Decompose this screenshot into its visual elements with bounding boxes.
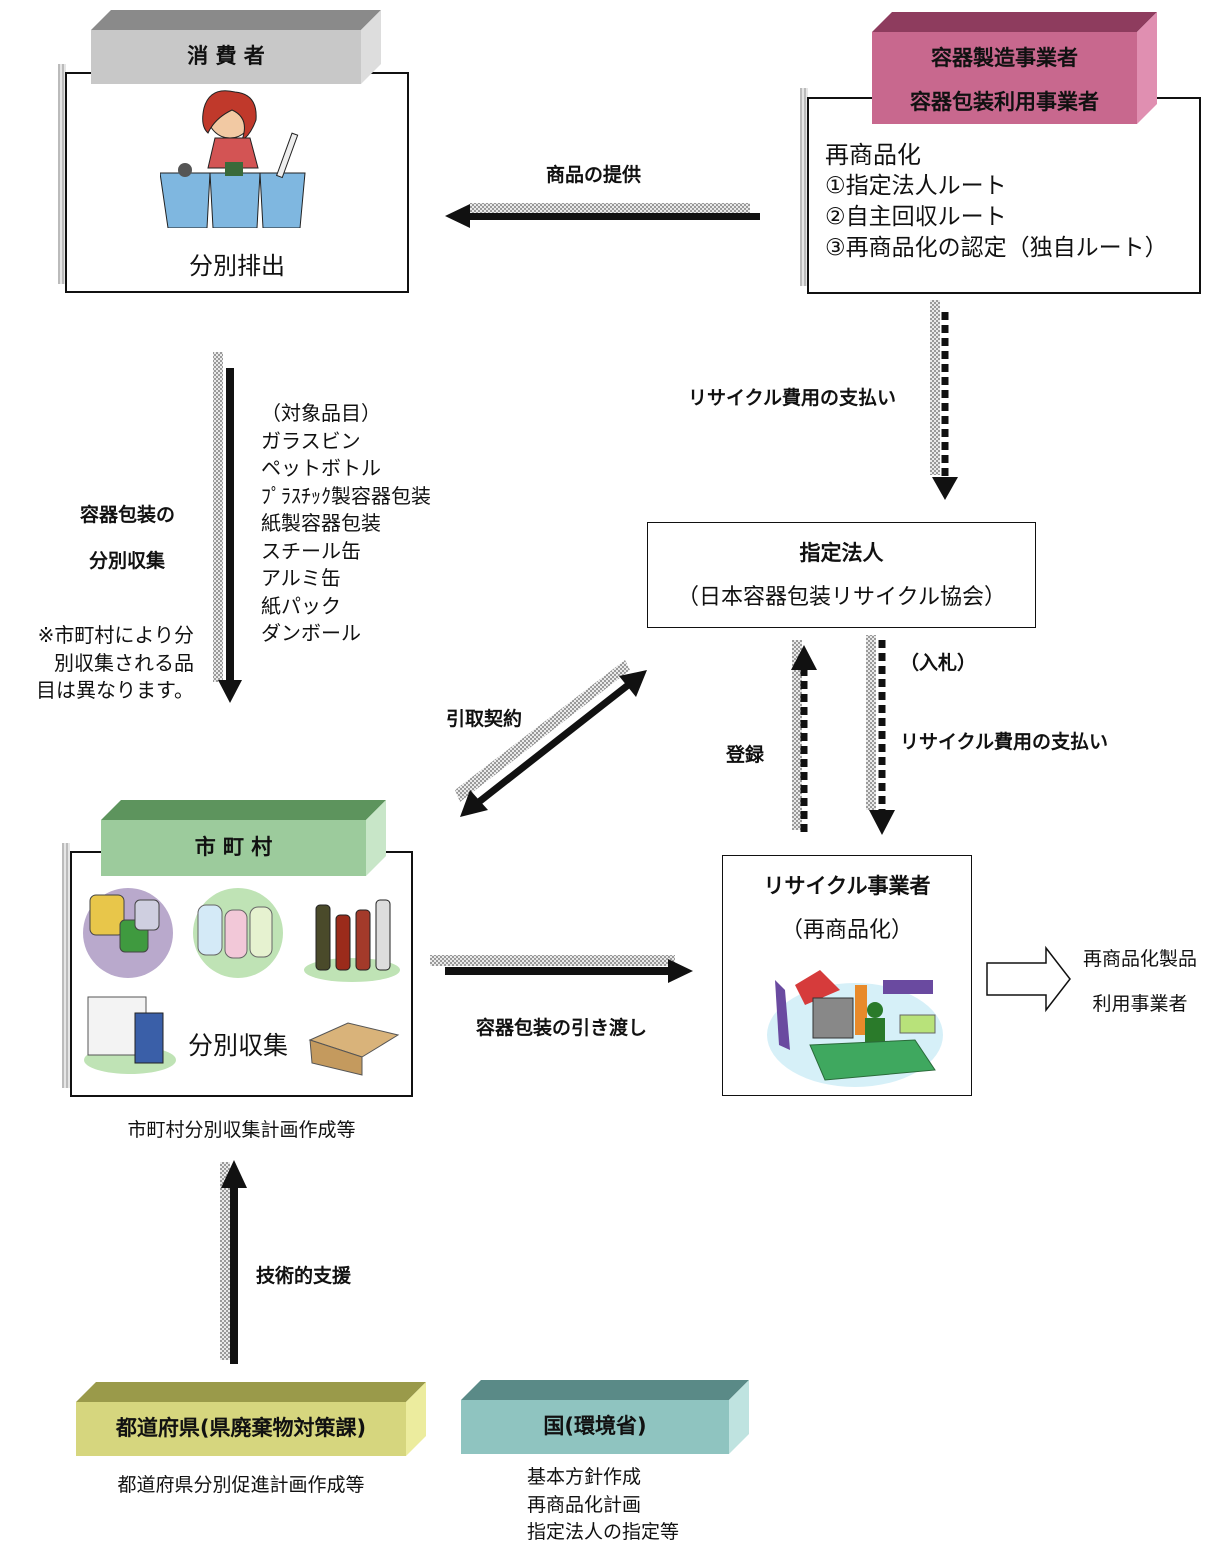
product-supply-arrow	[445, 203, 760, 228]
recycle-fee-label-1: リサイクル費用の支払い	[688, 387, 897, 409]
designated-corp-subtitle: （日本容器包装リサイクル協会）	[677, 585, 1006, 610]
separate-collection-label-2: 分別収集	[89, 550, 166, 572]
prefecture-title: 都道府県(県廃棄物対策課)	[115, 1416, 367, 1440]
prefecture-note: 都道府県分別促進計画作成等	[117, 1474, 365, 1496]
nation-banner	[461, 1380, 749, 1454]
list-item: 紙パック	[261, 593, 341, 618]
product-users-line2: 利用事業者	[1092, 993, 1188, 1015]
municipality-banner	[101, 800, 386, 876]
target-items-list: （対象品目） ガラスビン ペットボトル ﾌﾟﾗｽﾁｯｸ製容器包装 紙製容器包装 …	[261, 400, 431, 648]
consumer-sorting-icon	[160, 90, 306, 228]
consumer-shadow	[58, 64, 66, 284]
municipality-collection-icons	[83, 888, 400, 1076]
product-users-line1: 再商品化製品	[1082, 948, 1197, 970]
pickup-contract-arrow	[455, 660, 647, 817]
list-item: アルミ缶	[261, 566, 341, 590]
pickup-contract-label: 引取契約	[446, 708, 523, 730]
recycler-subtitle: （再商品化）	[780, 918, 913, 943]
manufacturer-title-2: 容器包装利用事業者	[910, 90, 1099, 114]
manufacturer-banner	[872, 12, 1157, 124]
recycling-factory-icon	[767, 970, 943, 1087]
recycler-title: リサイクル事業者	[763, 874, 931, 898]
consumer-caption: 分別排出	[189, 252, 285, 280]
tech-support-arrow	[220, 1160, 247, 1364]
nation-note: 指定法人の指定等	[527, 1521, 680, 1543]
nation-title: 国(環境省)	[543, 1414, 647, 1438]
collection-note: ※市町村により分 別収集される品 目は異なります。	[8, 622, 194, 705]
route-item: ①指定法人ルート	[825, 173, 1007, 199]
note-line: 別収集される品	[54, 650, 194, 675]
municipality-note: 市町村分別収集計画作成等	[127, 1119, 356, 1141]
product-users-arrow	[986, 945, 1071, 1013]
route-item: ②自主回収ルート	[825, 204, 1007, 230]
list-item: スチール缶	[261, 538, 361, 563]
designated-corp-box	[647, 522, 1036, 628]
nation-note: 基本方針作成	[527, 1466, 642, 1488]
manufacturer-shadow	[800, 88, 808, 286]
manufacturer-routes: 再商品化 ①指定法人ルート ②自主回収ルート ③再商品化の認定（独自ルート）	[825, 140, 1168, 264]
product-supply-label: 商品の提供	[546, 164, 642, 186]
consumer-banner	[91, 10, 381, 84]
note-line: 目は異なります。	[36, 678, 194, 702]
recycle-fee-arrow-1	[930, 300, 958, 500]
separate-collection-label-1: 容器包装の	[80, 504, 176, 526]
municipality-title: 市 町 村	[194, 835, 273, 859]
tech-support-label: 技術的支援	[256, 1265, 352, 1287]
manufacturer-title-1: 容器製造事業者	[931, 46, 1078, 70]
nation-note: 再商品化計画	[527, 1493, 642, 1516]
registration-label: 登録	[726, 744, 765, 766]
bidding-label: （入札）	[900, 652, 977, 674]
municipality-shadow	[62, 843, 70, 1088]
nation-notes: 基本方針作成 再商品化計画 指定法人の指定等	[527, 1464, 679, 1547]
list-item: ガラスビン	[261, 428, 361, 453]
prefecture-banner	[76, 1382, 426, 1456]
municipality-caption: 分別収集	[188, 1031, 289, 1060]
recycle-fee-arrow-2	[866, 635, 895, 835]
list-item: ペットボトル	[261, 456, 381, 480]
registration-arrow	[791, 640, 817, 832]
recycle-fee-label-2: リサイクル費用の支払い	[900, 731, 1109, 753]
list-item: ﾌﾟﾗｽﾁｯｸ製容器包装	[261, 483, 431, 508]
handover-label: 容器包装の引き渡し	[476, 1017, 648, 1039]
designated-corp-title: 指定法人	[799, 541, 884, 565]
route-item: ③再商品化の認定（独自ルート）	[825, 235, 1168, 261]
note-line: ※市町村により分	[37, 623, 194, 647]
list-item: （対象品目）	[261, 401, 381, 425]
separate-collection-arrow	[213, 352, 242, 703]
consumer-title: 消 費 者	[187, 44, 265, 68]
list-item: ダンボール	[261, 621, 361, 645]
route-heading: 再商品化	[825, 141, 921, 169]
list-item: 紙製容器包装	[261, 511, 381, 535]
handover-arrow	[430, 955, 693, 983]
